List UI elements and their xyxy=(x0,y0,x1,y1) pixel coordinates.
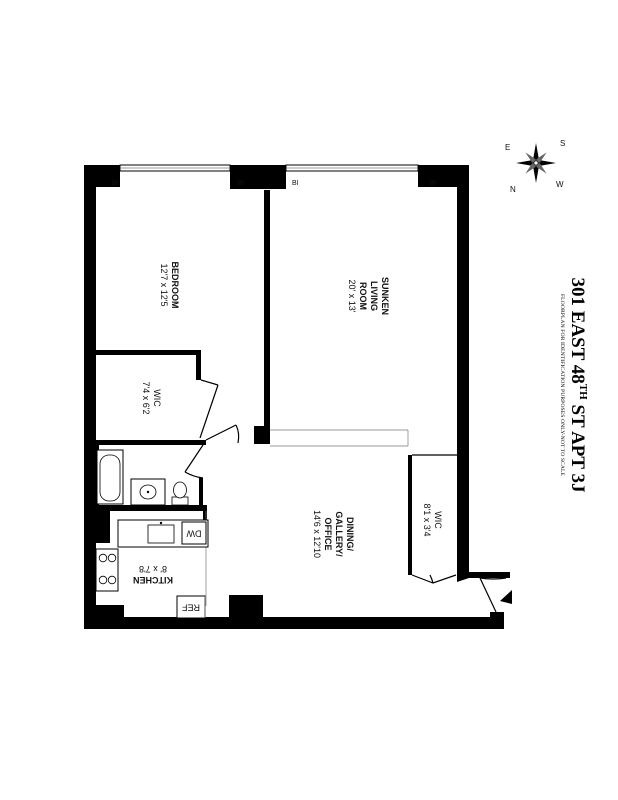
dining-line3: OFFICE xyxy=(323,518,333,551)
exterior-walls xyxy=(84,165,510,629)
bi-label: BI xyxy=(430,180,437,187)
living-line2: LIVING xyxy=(369,281,379,311)
compass-n: N xyxy=(510,185,516,194)
kitchen-dims: 8' x 7'8 xyxy=(139,564,167,574)
page-subtitle: FLOORPLAN FOR IDENTIFICATION PURPOSES ON… xyxy=(559,294,565,477)
bi-label: BI xyxy=(292,180,299,187)
kitchen-name: KITCHEN xyxy=(133,575,173,585)
dining-dims: 14'6 x 12'10 xyxy=(312,510,322,558)
title-block: 301 EAST 48TH ST APT 3J FLOORPLAN FOR ID… xyxy=(559,278,589,493)
dining-line2: GALLERY/ xyxy=(334,511,344,557)
compass-rose-icon xyxy=(516,143,556,183)
living-room-label: SUNKEN LIVING ROOM 20' x 13' xyxy=(347,277,390,315)
dishwasher-label: DW xyxy=(186,529,201,539)
wic-living-name: WIC xyxy=(433,511,443,529)
bi-label: BI xyxy=(238,180,245,187)
kitchen-fixtures xyxy=(95,519,209,619)
wic-bedroom-name: WIC xyxy=(152,389,162,407)
dining-line1: DINING/ xyxy=(345,517,355,552)
compass-e: E xyxy=(505,143,510,152)
kitchen-sink-icon xyxy=(147,524,175,544)
page-title: 301 EAST 48TH ST APT 3J xyxy=(567,278,589,493)
windows xyxy=(119,164,419,172)
refrigerator-label: REF xyxy=(181,603,200,613)
dishwasher-icon xyxy=(181,521,207,545)
wic-living-dims: 8'1 x 3'4 xyxy=(422,504,432,537)
bedroom-dims: 12'7 x 12'5 xyxy=(159,264,169,307)
wic-living-label: WIC 8'1 x 3'4 xyxy=(422,504,443,537)
wic-bedroom-label: WIC 7'4 x 6'2 xyxy=(141,382,162,415)
living-dims: 20' x 13' xyxy=(347,280,357,313)
compass-w: W xyxy=(556,180,564,189)
bathroom xyxy=(96,449,189,506)
built-in-labels: BI BI BI BI xyxy=(112,180,437,187)
interior-walls xyxy=(94,190,412,619)
kitchen-label: KITCHEN 8' x 7'8 xyxy=(133,564,173,585)
dining-label: DINING/ GALLERY/ OFFICE 14'6 x 12'10 xyxy=(312,510,355,558)
living-line1: SUNKEN xyxy=(380,277,390,315)
entry-arrow-icon xyxy=(500,590,512,604)
bi-label: BI xyxy=(112,180,119,187)
living-line3: ROOM xyxy=(358,282,368,310)
bedroom-name: BEDROOM xyxy=(170,262,180,309)
wic-bedroom-dims: 7'4 x 6'2 xyxy=(141,382,151,415)
bedroom-label: BEDROOM 12'7 x 12'5 xyxy=(159,262,180,309)
compass-s: S xyxy=(560,139,565,148)
